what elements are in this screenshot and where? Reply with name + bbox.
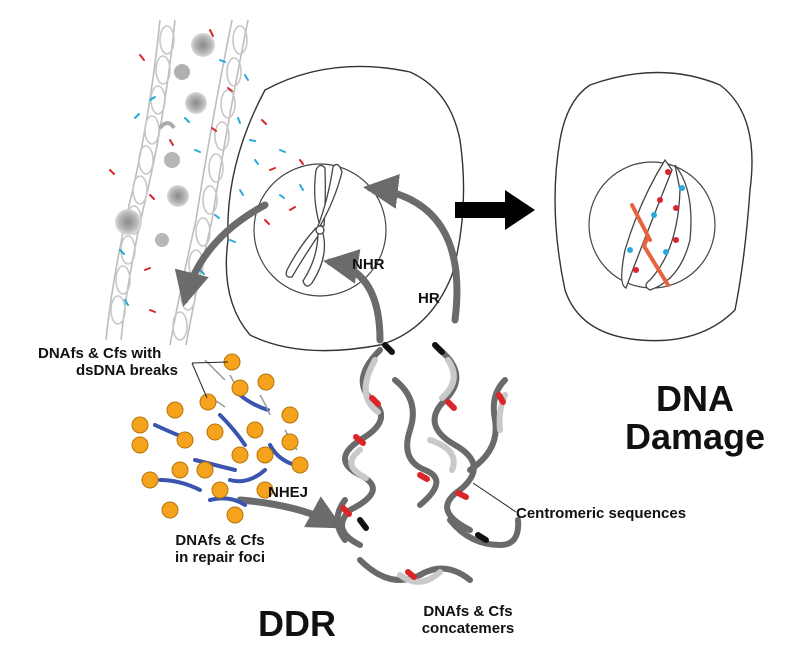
concatemers-label: DNAfs & Cfs concatemers xyxy=(398,603,538,638)
ddr-title: DDR xyxy=(258,603,336,644)
concatemers xyxy=(334,342,522,585)
dsdna-breaks-label-line2: dsDNA breaks xyxy=(76,362,178,380)
dna-damage-title: DNA Damage xyxy=(610,380,780,456)
blood-cells xyxy=(115,33,215,247)
dsdna-breaks-label: DNAfs & Cfs with dsDNA breaks xyxy=(38,345,178,380)
broken-chromosome xyxy=(630,203,670,287)
blood-vessel xyxy=(105,19,249,346)
progression-arrow xyxy=(455,190,535,230)
right-cell xyxy=(554,71,753,342)
nhr-label: NHR xyxy=(352,256,385,273)
repair-foci-label: DNAfs & Cfs in repair foci xyxy=(150,532,290,567)
repair-foci-label-line1: DNAfs & Cfs xyxy=(175,532,265,549)
hr-label: HR xyxy=(418,290,440,307)
centromeric-label: Centromeric sequences xyxy=(516,505,687,522)
left-cell xyxy=(225,65,465,352)
left-chromosome xyxy=(285,163,343,287)
damaged-chromosome xyxy=(621,158,692,291)
concatemers-label-line2: concatemers xyxy=(421,620,515,638)
dna-damage-title-line2: Damage xyxy=(624,415,766,457)
pathway-arrows xyxy=(174,173,461,529)
dna-fragments xyxy=(109,29,304,313)
dna-damage-title-line1: DNA xyxy=(656,378,734,419)
concatemers-label-line1: DNAfs & Cfs xyxy=(423,603,513,620)
repair-foci-label-line2: in repair foci xyxy=(174,549,266,567)
repair-foci xyxy=(131,353,309,524)
damage-dots xyxy=(627,169,685,273)
dsdna-breaks-label-line1: DNAfs & Cfs with xyxy=(38,345,162,362)
label-pointers xyxy=(191,361,517,513)
nhej-label: NHEJ xyxy=(268,484,309,501)
